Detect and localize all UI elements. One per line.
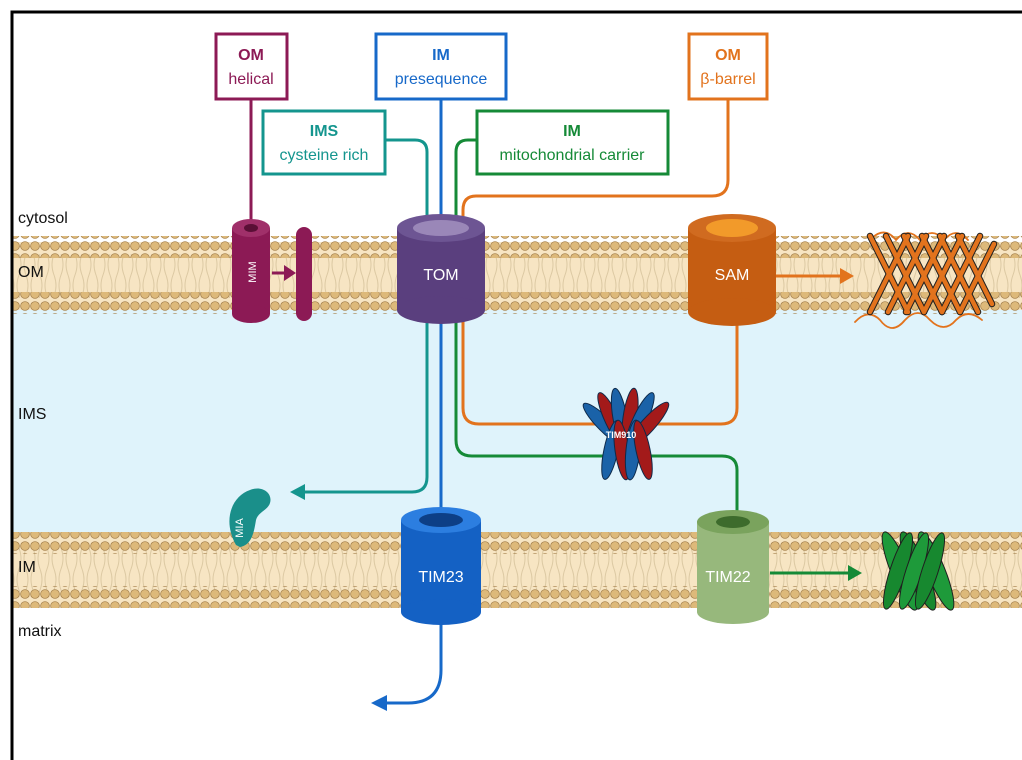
tim910-complex [582, 387, 670, 481]
beta-barrel-protein [854, 231, 998, 329]
signal-box-om-helical: OM helical [214, 32, 289, 101]
tom-complex: TOM [397, 214, 485, 324]
signal-box-im-carrier: IM mitochondrial carrier [475, 109, 670, 176]
tom-label: TOM [423, 267, 458, 284]
sam-complex: SAM [688, 214, 776, 326]
presequence-arrowhead [371, 695, 387, 711]
outer-membrane [12, 236, 1022, 314]
cysteine-arrowhead [290, 484, 305, 500]
signal-box-om-barrel: OM β-barrel [687, 32, 769, 101]
tim22-label: TIM22 [705, 569, 750, 586]
helical-om-protein [296, 227, 312, 321]
om-barrel-title: OM [715, 47, 741, 64]
barrel-pathway-upper [461, 99, 730, 228]
ims-cysteine-title: IMS [310, 123, 339, 140]
om-label: OM [18, 264, 44, 281]
tim22-complex: TIM22 [697, 510, 769, 624]
om-helical-title: OM [238, 47, 264, 64]
carrier-pathway-upper [454, 138, 477, 228]
im-presequence-subtitle: presequence [395, 71, 488, 88]
matrix-label: matrix [18, 623, 62, 640]
presequence-pathway-matrix [384, 620, 443, 705]
tim910-label: TIM910 [606, 430, 637, 440]
im-presequence-title: IM [432, 47, 450, 64]
mim-label: MIM [247, 261, 259, 282]
mia-complex: MIA [229, 488, 271, 547]
mia-label: MIA [234, 518, 246, 538]
carrier-pathway-ims [454, 318, 739, 520]
ims-space [12, 310, 1022, 532]
sam-label: SAM [715, 267, 750, 284]
om-barrel-subtitle: β-barrel [700, 71, 755, 88]
mim-arrowhead [284, 265, 296, 281]
cysteine-pathway-upper [385, 138, 429, 228]
signal-box-im-presequence: IM presequence [374, 32, 508, 101]
ims-label: IMS [18, 406, 46, 423]
tim23-label: TIM23 [418, 569, 463, 586]
tim23-complex: TIM23 [401, 507, 481, 625]
sam-arrowhead [840, 268, 854, 284]
frame-border [10, 10, 1022, 760]
ims-cysteine-subtitle: cysteine rich [280, 147, 369, 164]
cytosol-label: cytosol [18, 210, 68, 227]
cysteine-pathway-ims [300, 318, 429, 494]
inner-membrane [12, 532, 1022, 608]
im-carrier-subtitle: mitochondrial carrier [500, 147, 646, 164]
mim-complex: MIM [232, 219, 270, 323]
im-carrier-title: IM [563, 123, 581, 140]
signal-box-ims-cysteine: IMS cysteine rich [261, 109, 387, 176]
carrier-protein [881, 531, 955, 611]
om-helical-subtitle: helical [228, 71, 273, 88]
im-label: IM [18, 559, 36, 576]
tim22-arrowhead [848, 565, 862, 581]
